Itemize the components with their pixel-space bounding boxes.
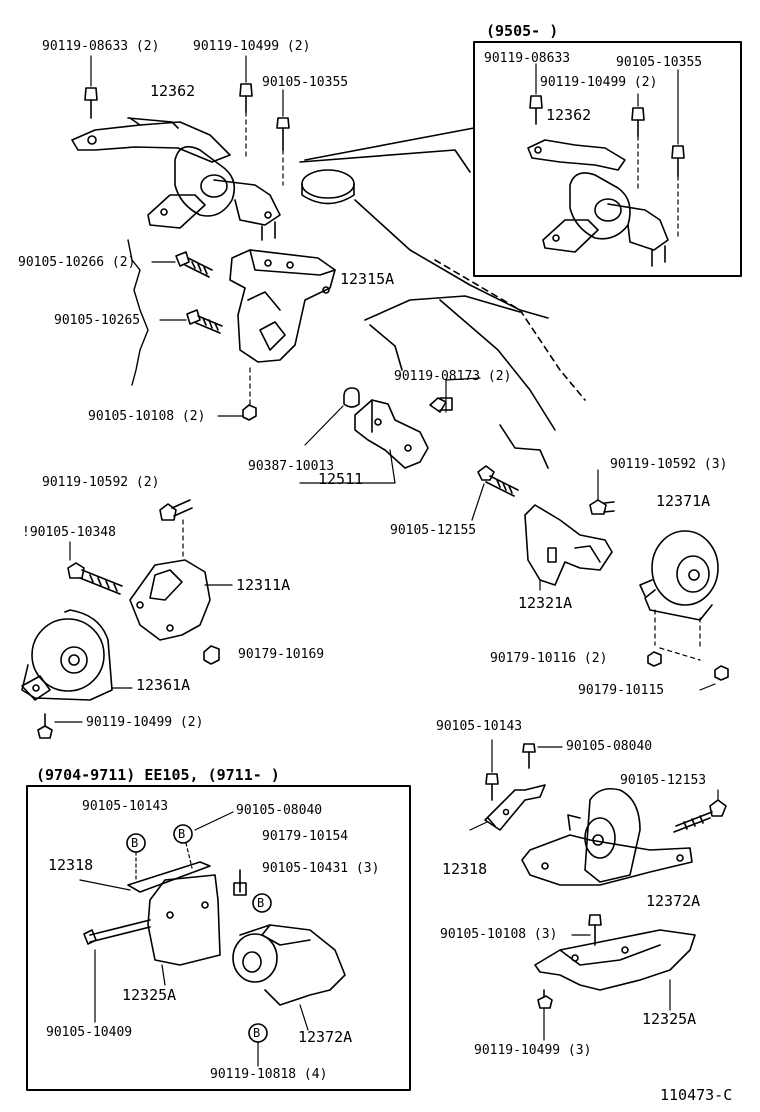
mount-12371A <box>639 530 719 661</box>
inset-bottom-label-12372A: 12372A <box>298 1028 353 1046</box>
label-90119-10592-right: 90119-10592 (3) <box>610 457 728 472</box>
marker-b-2: B <box>178 827 186 841</box>
inset-top-label-12362: 12362 <box>546 106 592 124</box>
label-90105-10108-b: 90105-10108 (3) <box>440 927 558 942</box>
label-90179-10169: 90179-10169 <box>238 647 325 662</box>
label-90119-10499-left: 90119-10499 (2) <box>86 715 204 730</box>
label-90387-10013: 90387-10013 <box>248 459 335 474</box>
marker-b-4: B <box>253 1026 261 1040</box>
bolt-90105-10355-main <box>276 89 290 186</box>
bolt-90105-10348 <box>67 541 123 595</box>
label-90105-08040-right: 90105-08040 <box>566 739 653 754</box>
bolt-90105-10143-right <box>485 739 499 801</box>
label-90179-10115: 90179-10115 <box>578 683 665 698</box>
leader-12511 <box>299 449 396 484</box>
label-12372A-right: 12372A <box>646 892 701 910</box>
nut-90105-10108-a <box>217 367 257 421</box>
bracket-12311A <box>129 519 233 641</box>
label-90105-10265: 90105-10265 <box>54 313 141 328</box>
bolt-90119-10592-right <box>589 469 615 515</box>
label-90179-10116: 90179-10116 (2) <box>490 651 608 666</box>
nut-90179-10115 <box>699 665 729 691</box>
mount-12362-main <box>71 117 281 241</box>
inset-box-9704 <box>26 785 411 1091</box>
inset-top-label-90119-08633: 90119-08633 <box>484 51 571 66</box>
marker-b-1: B <box>131 836 139 850</box>
label-90105-10143-right: 90105-10143 <box>436 719 523 734</box>
inset-top-label-90119-10499: 90119-10499 (2) <box>540 75 658 90</box>
bolt-90119-08173 <box>429 377 481 413</box>
inset-bottom-heading: (9704-9711) EE105, (9711- ) <box>36 766 280 784</box>
bracket-12321A <box>524 504 613 591</box>
label-90105-12155: 90105-12155 <box>390 523 477 538</box>
marker-b-3: B <box>257 896 265 910</box>
label-12361A: 12361A <box>136 676 191 694</box>
inset-leader <box>304 127 475 161</box>
label-12362-main: 12362 <box>150 82 196 100</box>
inset-bottom-label-90119-10818: 90119-10818 (4) <box>210 1067 328 1082</box>
label-12371A: 12371A <box>656 492 711 510</box>
label-90105-10348: !90105-10348 <box>22 525 116 540</box>
label-90119-10592-left: 90119-10592 (2) <box>42 475 160 490</box>
stay-12318-right <box>469 784 546 831</box>
stay-12511 <box>354 399 429 469</box>
label-90105-10108-a: 90105-10108 (2) <box>88 409 206 424</box>
inset-top-heading: (9505- ) <box>486 22 559 40</box>
bracket-12325A-right <box>534 929 696 1011</box>
label-90105-10355-main: 90105-10355 <box>262 75 349 90</box>
bracket-line-left <box>127 239 149 386</box>
label-12311A: 12311A <box>236 576 291 594</box>
bolt-90119-10499-left <box>37 713 83 739</box>
inset-bottom-label-90105-10409: 90105-10409 <box>46 1025 133 1040</box>
inset-bottom-label-12325A: 12325A <box>122 986 177 1004</box>
inset-top-label-90105-10355: 90105-10355 <box>616 55 703 70</box>
inset-bottom-label-90105-10431: 90105-10431 (3) <box>262 861 380 876</box>
label-90105-10266: 90105-10266 (2) <box>18 255 136 270</box>
label-90119-08633: 90119-08633 (2) <box>42 39 160 54</box>
label-90105-12153: 90105-12153 <box>620 773 707 788</box>
inset-bottom-drawing <box>79 811 346 1067</box>
figure-number: 110473-C <box>660 1086 733 1104</box>
bracket-12315A <box>229 249 336 363</box>
bolt-90119-10499-bottom <box>537 989 553 1041</box>
bolt-90119-08633 <box>84 55 98 119</box>
inset-bottom-label-12318: 12318 <box>48 856 94 874</box>
inset-bottom-label-90179-10154: 90179-10154 <box>262 829 349 844</box>
nut-90179-10169 <box>203 645 220 665</box>
bolt-90105-10266 <box>151 251 213 278</box>
label-12511: 12511 <box>318 470 364 488</box>
inset-bottom-label-90105-10143: 90105-10143 <box>82 799 169 814</box>
inset-top-mount-drawing <box>527 63 685 267</box>
bolt-90105-12153 <box>673 789 727 833</box>
bolt-90105-10265 <box>159 309 223 334</box>
label-12318-right: 12318 <box>442 860 488 878</box>
label-12325A-right: 12325A <box>642 1010 697 1028</box>
label-12315A: 12315A <box>340 270 395 288</box>
bolt-90105-12155 <box>471 465 519 521</box>
nut-90179-10116 <box>647 651 662 667</box>
inset-box-9505 <box>473 41 742 277</box>
inset-bottom-label-90105-08040: 90105-08040 <box>236 803 323 818</box>
mount-12361A <box>21 609 133 701</box>
engine-block-outline <box>299 149 586 469</box>
bushing-90387-10013 <box>304 387 360 446</box>
mount-12372A-right <box>521 787 693 886</box>
bolt-90119-10592-left <box>159 499 193 521</box>
label-12321A: 12321A <box>518 594 573 612</box>
bolt-90119-10499-top <box>239 55 253 161</box>
label-90119-10499-bottom: 90119-10499 (3) <box>474 1043 592 1058</box>
label-90119-08173: 90119-08173 (2) <box>394 369 512 384</box>
label-90119-10499-top: 90119-10499 (2) <box>193 39 311 54</box>
bolt-90105-10108-b <box>571 914 602 946</box>
bolt-90105-08040-right <box>522 743 563 769</box>
